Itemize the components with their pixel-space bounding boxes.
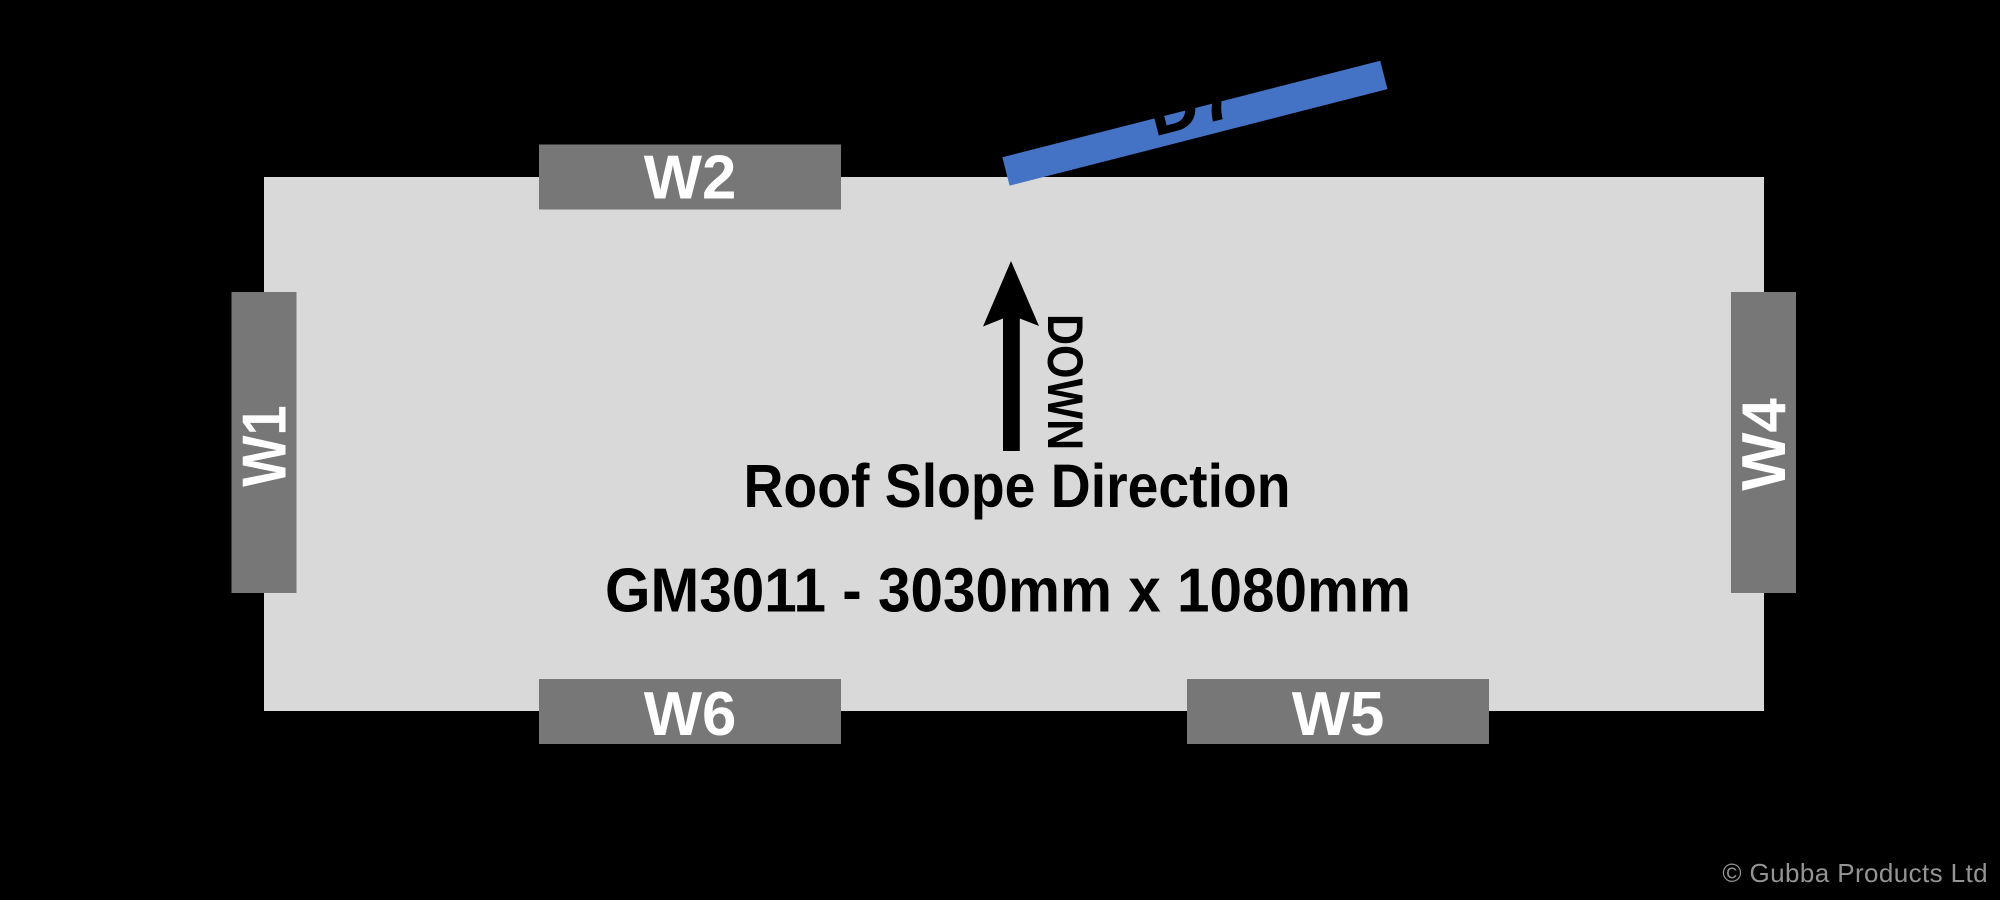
- svg-text:W6: W6: [644, 680, 737, 749]
- svg-text:DOWN: DOWN: [1037, 314, 1093, 450]
- svg-text:W4: W4: [1730, 398, 1799, 491]
- svg-text:W1: W1: [230, 405, 299, 486]
- svg-text:W5: W5: [1292, 680, 1385, 749]
- svg-text:Roof Slope Direction: Roof Slope Direction: [743, 452, 1290, 520]
- svg-text:GM3011 - 3030mm x 1080mm: GM3011 - 3030mm x 1080mm: [605, 555, 1411, 625]
- svg-text:© Gubba Products Ltd: © Gubba Products Ltd: [1722, 858, 1988, 888]
- svg-text:W2: W2: [644, 144, 737, 213]
